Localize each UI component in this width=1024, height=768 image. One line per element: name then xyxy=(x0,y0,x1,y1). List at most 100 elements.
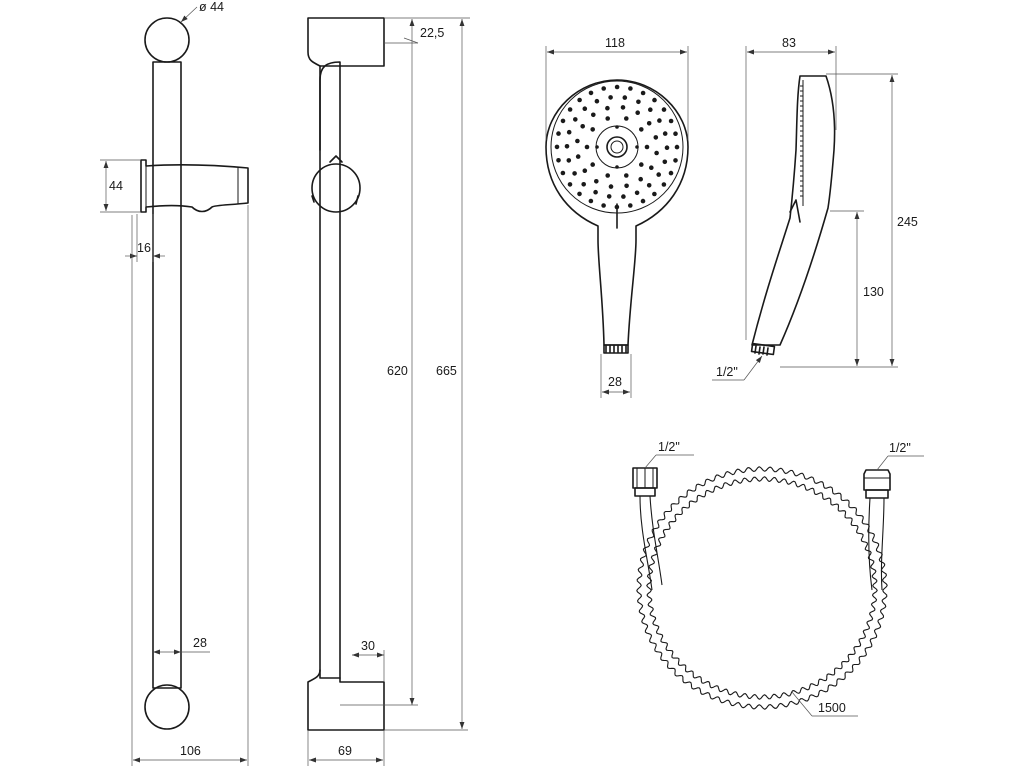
side-slider xyxy=(311,155,361,213)
dim-label-rail-base-width: 106 xyxy=(180,744,201,758)
dim-rail-base-width: 106 xyxy=(131,205,249,766)
rail-front-view: ø 44 44 16 28 106 xyxy=(100,0,249,766)
dim-label-head-total-length: 245 xyxy=(897,215,918,229)
dim-hose-length: 1500 xyxy=(791,691,858,717)
dim-hose-thread-left: 1/2" xyxy=(644,440,694,469)
rail-tube xyxy=(152,61,182,689)
nozzle-hole xyxy=(554,144,560,150)
hose-left-nut xyxy=(632,467,658,497)
head-side-outline xyxy=(751,75,836,346)
dim-hose-thread-right: 1/2" xyxy=(876,441,924,471)
nozzle-hole xyxy=(628,203,633,208)
head-side-toggle xyxy=(789,199,801,223)
shower-head-front-view: 118 28 xyxy=(545,36,689,398)
nozzle-hole xyxy=(624,183,629,189)
slider-front xyxy=(140,159,249,213)
hose-right-nut xyxy=(863,469,891,499)
nozzle-hole xyxy=(657,118,662,123)
nozzle-hole xyxy=(662,159,668,165)
nozzle-hole xyxy=(567,182,573,187)
nozzle-hole xyxy=(649,165,654,170)
dim-head-front-width: 118 xyxy=(545,36,689,140)
nozzle-hole xyxy=(564,144,570,149)
nozzle-hole xyxy=(668,118,674,124)
shower-head-side-view: 83 245 130 1/2" xyxy=(712,36,918,381)
dim-side-total-length: 665 xyxy=(384,19,468,731)
rail-top-bracket xyxy=(144,17,190,63)
nozzle-hole xyxy=(608,95,613,100)
nozzle-hole xyxy=(634,190,640,196)
dim-side-bracket-width: 30 xyxy=(352,639,385,682)
nozzle-hole xyxy=(673,131,678,136)
rail-side-view: 22,5 620 665 30 69 xyxy=(307,17,470,766)
nozzle-hole xyxy=(582,168,588,173)
nozzle-hole xyxy=(594,98,600,104)
head-side-connector xyxy=(750,342,776,356)
nozzle-hole xyxy=(620,105,626,110)
nozzle-hole xyxy=(664,145,670,150)
head-face-ring xyxy=(550,80,684,214)
nozzle-hole xyxy=(590,127,595,132)
hose-lead xyxy=(649,495,663,586)
nozzle-hole xyxy=(606,194,612,199)
nozzle-hole xyxy=(560,170,566,176)
nozzle-hole xyxy=(644,144,650,150)
dim-label-head-connector-width: 28 xyxy=(608,375,622,389)
nozzle-hole xyxy=(572,171,577,176)
nozzle-hole xyxy=(580,124,585,129)
nozzle-hole xyxy=(584,144,590,150)
hose-coil xyxy=(636,466,888,710)
side-rail-tube xyxy=(319,65,341,679)
dim-side-top-offset: 22,5 xyxy=(384,17,470,44)
nozzle-hole xyxy=(653,135,659,140)
nozzle-hole xyxy=(575,138,580,144)
head-nozzles xyxy=(554,84,680,210)
nozzle-hole xyxy=(646,121,652,126)
nozzle-hole xyxy=(640,198,646,204)
dim-head-thread: 1/2" xyxy=(712,355,763,381)
nozzle-hole xyxy=(582,106,588,111)
nozzle-hole xyxy=(591,112,596,118)
nozzle-hole xyxy=(573,117,578,122)
nozzle-hole xyxy=(656,172,661,177)
nozzle-hole xyxy=(636,99,641,105)
nozzle-hole xyxy=(601,86,606,91)
dim-label-head-front-width: 118 xyxy=(605,36,625,50)
rail-bottom-bracket xyxy=(144,684,190,730)
nozzle-hole xyxy=(624,116,629,121)
hose-coil-edge xyxy=(646,476,878,700)
nozzle-hole xyxy=(674,144,680,150)
dim-head-connector-width: 28 xyxy=(600,354,632,398)
dim-side-rail-length: 620 xyxy=(340,19,418,706)
nozzle-hole xyxy=(662,131,668,136)
dim-slider-height: 44 xyxy=(100,159,141,213)
nozzle-hole xyxy=(560,118,566,124)
dim-head-side-depth: 83 xyxy=(745,36,837,340)
hose-lead xyxy=(880,497,885,591)
nozzle-hole xyxy=(638,176,643,182)
nozzle-hole xyxy=(621,194,626,199)
dim-label-rail-diameter: ø 44 xyxy=(199,0,224,14)
head-side-nozzles xyxy=(800,85,803,197)
nozzle-hole xyxy=(590,162,595,167)
nozzle-hole xyxy=(608,184,614,189)
dim-label-hose-length: 1500 xyxy=(818,701,846,715)
dim-head-total-length: 245 xyxy=(780,73,918,368)
side-bottom-bracket xyxy=(307,669,385,731)
dim-label-side-rail-length: 620 xyxy=(387,364,408,378)
head-center-ring xyxy=(595,125,639,169)
dim-handle-length: 130 xyxy=(830,210,884,366)
nozzle-hole xyxy=(594,179,599,184)
head-connector xyxy=(603,344,629,354)
nozzle-hole xyxy=(577,191,582,197)
nozzle-hole xyxy=(601,203,606,208)
nozzle-hole xyxy=(556,158,561,163)
nozzle-hole xyxy=(661,182,667,187)
nozzle-hole xyxy=(614,84,620,90)
nozzle-hole xyxy=(652,97,657,103)
nozzle-hole xyxy=(588,198,594,204)
hose-coil-edge xyxy=(636,466,888,710)
dim-label-side-total-length: 665 xyxy=(436,364,457,378)
nozzle-hole xyxy=(646,183,652,188)
